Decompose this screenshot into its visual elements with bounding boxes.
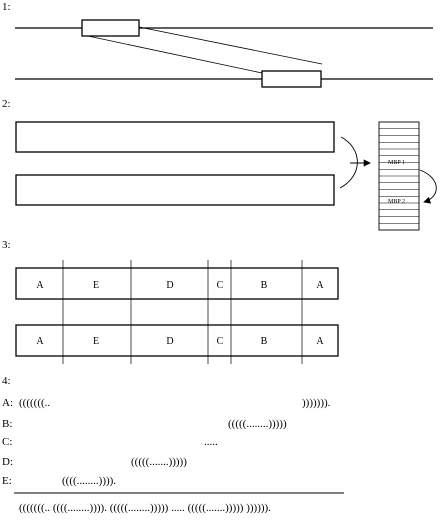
line-a-name: A: — [2, 397, 13, 409]
row-2-cell-b: B — [261, 336, 268, 347]
panel-2-diagram: MBP 1 MBP 2 — [15, 121, 437, 231]
panel-3-segmentation: A E D C B A A E D C B A — [15, 260, 339, 364]
connector-left — [87, 35, 263, 74]
row-1-cell-a-end: A — [316, 280, 324, 291]
row-2-cell-a: A — [36, 336, 44, 347]
segment-box-top — [81, 19, 140, 37]
line-d-structure: (((((.......))))) — [131, 456, 187, 468]
panel-3-label: 3: — [2, 239, 11, 251]
row-1-cell-e: E — [93, 280, 99, 291]
line-b-name: B: — [2, 418, 12, 430]
row-1-cell-d: D — [166, 280, 173, 291]
mbp-stack — [378, 121, 420, 231]
panel-1-alignment — [15, 19, 433, 88]
stack-label-mbp-2: MBP 2 — [388, 199, 405, 205]
line-c-structure: ..... — [204, 436, 218, 448]
row-2-cell-a-end: A — [316, 336, 324, 347]
row-1-cell-c: C — [217, 280, 224, 291]
panel-2-label: 2: — [2, 98, 11, 110]
line-c-name: C: — [2, 436, 12, 448]
panel-4-label: 4: — [2, 375, 11, 387]
segment-dividers — [62, 260, 303, 364]
line-b-structure: (((((........))))) — [228, 418, 287, 430]
line-a-open: (((((((.. — [19, 397, 50, 409]
line-e-structure: ((((........)))). — [62, 475, 116, 487]
sequence-box-1 — [15, 121, 335, 153]
stack-label-mbp-1: MBP 1 — [388, 160, 405, 166]
row-1-cell-a: A — [36, 280, 44, 291]
sequence-box-2 — [15, 174, 335, 206]
row-2-cell-c: C — [217, 336, 224, 347]
pop-arrow — [419, 169, 437, 204]
row-1-cell-b: B — [261, 280, 268, 291]
segment-box-bottom — [261, 70, 322, 88]
row-2-cell-e: E — [93, 336, 99, 347]
merge-curve — [339, 136, 358, 189]
line-a-close: ))))))). — [302, 397, 331, 409]
line-e-name: E: — [2, 475, 12, 487]
connector-right — [138, 26, 323, 65]
panel-1-label: 1: — [2, 1, 11, 13]
combined-structure: (((((((.. ((((........)))). (((((.......… — [19, 502, 271, 514]
segmented-box-2 — [15, 324, 339, 357]
segmented-box-1 — [15, 267, 339, 300]
line-d-name: D: — [2, 456, 13, 468]
row-2-cell-d: D — [166, 336, 173, 347]
panel-4-structures: A: (((((((.. ))))))). B: (((((........))… — [2, 397, 344, 514]
